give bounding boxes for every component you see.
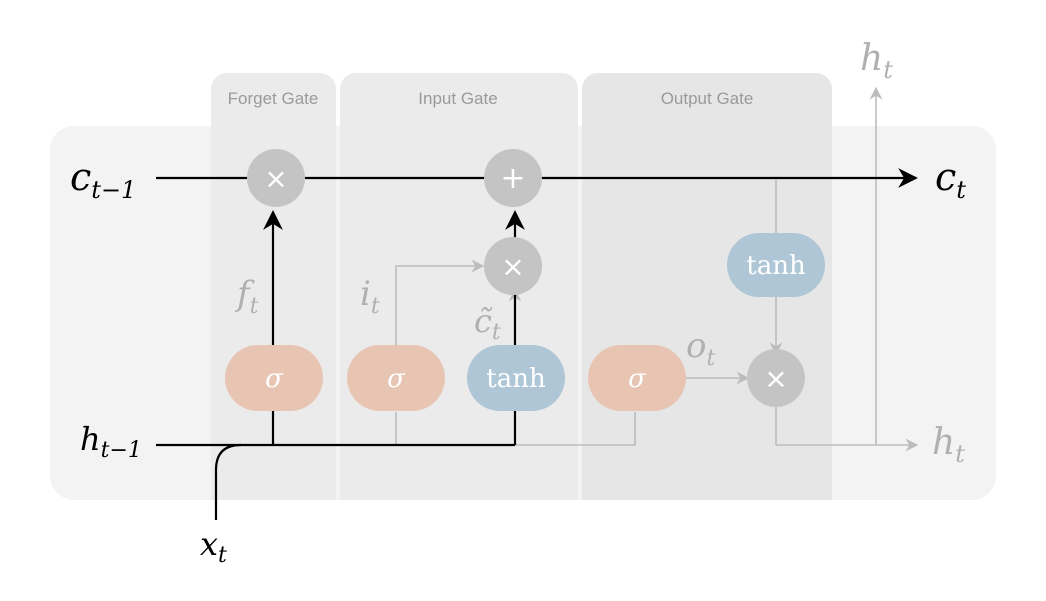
cell-tanh-label: tanh <box>746 251 806 281</box>
input-tanh-label: tanh <box>486 364 546 394</box>
cell-tanh-node: tanh <box>727 233 825 297</box>
input-gate-panel <box>340 73 578 500</box>
input-sigma-label: σ <box>387 364 406 394</box>
input-sigma-node: σ <box>347 345 445 411</box>
svg-text:xt: xt <box>200 525 227 568</box>
output-multiply-symbol: × <box>764 362 787 395</box>
forget-sigma-node: σ <box>225 345 323 411</box>
svg-text:ht: ht <box>860 38 893 84</box>
cell-add-node: + <box>484 149 542 207</box>
label-i: it <box>360 274 380 319</box>
svg-text:ht−1: ht−1 <box>80 420 142 463</box>
svg-text:ct−1: ct−1 <box>70 155 136 204</box>
svg-text:it: it <box>360 274 380 319</box>
svg-text:ct: ct <box>935 155 966 204</box>
output-sigma-label: σ <box>628 364 647 394</box>
svg-text:c̃t: c̃t <box>474 302 501 345</box>
label-c-prev: ct−1 <box>70 155 136 204</box>
forget-sigma-label: σ <box>265 364 284 394</box>
output-gate-title: Output Gate <box>661 89 754 108</box>
forget-gate-title: Forget Gate <box>228 89 319 108</box>
output-sigma-node: σ <box>588 345 686 411</box>
forget-multiply-symbol: × <box>264 162 287 195</box>
input-tanh-node: tanh <box>467 345 565 411</box>
svg-text:ht: ht <box>932 422 965 468</box>
input-multiply-symbol: × <box>501 250 524 283</box>
output-multiply-node: × <box>747 349 805 407</box>
input-multiply-node: × <box>484 237 542 295</box>
x-input-curve <box>214 443 242 520</box>
label-x: xt <box>200 525 227 568</box>
forget-multiply-node: × <box>247 149 305 207</box>
label-h-prev: ht−1 <box>80 420 142 463</box>
cell-add-symbol: + <box>500 161 525 196</box>
label-h-out-right: ht <box>932 422 965 468</box>
faint-connections <box>395 86 919 452</box>
svg-text:ot: ot <box>686 326 715 371</box>
label-h-out-top: ht <box>860 38 893 84</box>
label-c-next: ct <box>935 155 966 204</box>
label-o: ot <box>686 326 715 371</box>
input-gate-title: Input Gate <box>418 89 497 108</box>
label-c-tilde: c̃t <box>474 302 501 345</box>
